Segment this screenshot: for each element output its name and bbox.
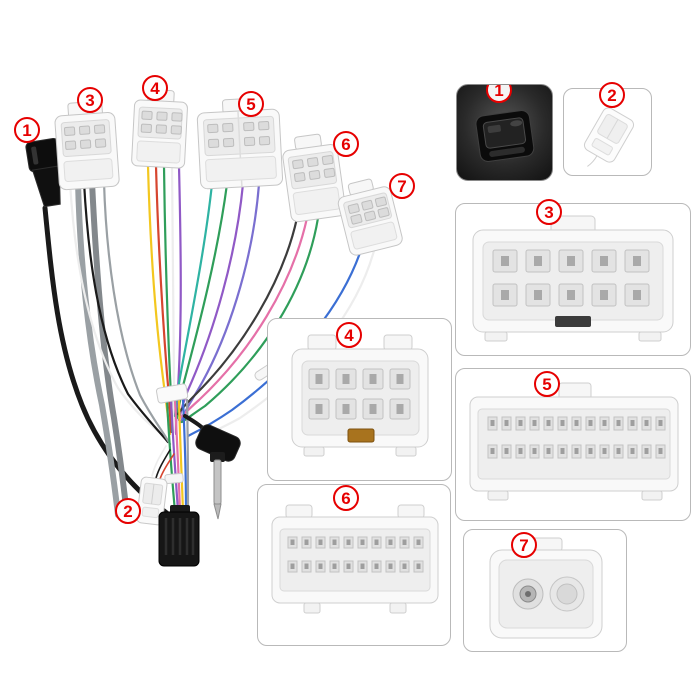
cable-tie: [155, 383, 189, 485]
strand-yellow: [177, 398, 185, 514]
connector-7-plug: [337, 178, 403, 256]
panel-3-callout: 3: [536, 199, 562, 225]
panel-4-callout: 4: [336, 322, 362, 348]
callout-4-number: 4: [150, 78, 160, 98]
panel-5-connector-image: [469, 382, 679, 501]
panel-2-connector-image: [583, 107, 635, 167]
callout-6-number: 6: [341, 134, 351, 154]
callout-5-number: 5: [246, 94, 256, 114]
wire-white-1: [68, 180, 168, 440]
panel-3-number: 3: [544, 202, 554, 222]
callout-7: 7: [389, 173, 415, 199]
wire-green-3: [180, 216, 320, 424]
small-white-connector: [583, 107, 635, 167]
harness-main-photo: [0, 50, 455, 580]
wire-bundle: [42, 164, 377, 519]
callout-2: 2: [115, 498, 141, 524]
callout-7-number: 7: [397, 176, 407, 196]
wire-dark-1: [176, 216, 299, 416]
detail-panel-3: 3: [455, 199, 691, 356]
panel-6-connector-image: [271, 504, 439, 614]
harness-illustration: [25, 89, 403, 567]
panel-2-number: 2: [607, 85, 617, 105]
connector-7-front: [489, 537, 603, 639]
panel-1-connector-image: [475, 110, 535, 163]
lead2-red: [159, 453, 175, 480]
lead2-black: [155, 449, 171, 479]
panel-7-callout: 7: [511, 532, 537, 558]
panel-4-number: 4: [344, 325, 354, 345]
wire-purple-2: [177, 182, 245, 422]
callout-5: 5: [238, 91, 264, 117]
callout-6: 6: [333, 131, 359, 157]
panel-1-number: 1: [494, 84, 504, 100]
gray-cable-1: [75, 179, 121, 518]
callout-3-number: 3: [85, 90, 95, 110]
connector-1-plug: [25, 137, 63, 208]
detail-panel-4: 4: [267, 318, 452, 481]
connector-6-front: [271, 504, 439, 614]
strand-pink: [173, 398, 182, 514]
wire-black-1: [82, 180, 170, 444]
black-connector-front: [475, 110, 535, 163]
panel-6-callout: 6: [333, 485, 359, 511]
callout-3: 3: [77, 87, 103, 113]
panel-6-number: 6: [341, 488, 351, 508]
wire-white-2: [170, 164, 176, 434]
panel-7-number: 7: [519, 535, 529, 555]
wire-red-1: [154, 164, 173, 434]
detail-panel-1: 1: [456, 84, 553, 181]
panel-1-callout: 1: [486, 84, 512, 103]
lead2-white: [151, 445, 167, 477]
wire-gray-1: [102, 180, 172, 446]
connector-4-front: [291, 334, 429, 457]
panel-7-connector-image: [489, 537, 603, 639]
callout-1-number: 1: [22, 120, 32, 140]
gray-cable-2: [89, 179, 130, 519]
strand-blue: [181, 398, 188, 514]
detail-panel-5: 5: [455, 368, 691, 521]
callout-2-number: 2: [123, 501, 133, 521]
panel-5-number: 5: [542, 374, 552, 394]
connector-main-plug: [158, 505, 200, 567]
antenna-plug: [195, 424, 241, 520]
connector-2-plug: [136, 476, 168, 526]
callout-1: 1: [14, 117, 40, 143]
panel-3-connector-image: [472, 215, 674, 342]
panel-2-callout: 2: [599, 82, 625, 108]
connector-3-front: [472, 215, 674, 342]
panel-5-callout: 5: [534, 371, 560, 397]
panel-4-connector-image: [291, 334, 429, 457]
connector-4-plug: [131, 89, 188, 169]
connector-3-plug: [54, 100, 120, 191]
connector-5-front: [469, 382, 679, 501]
connector-6-plug: [282, 133, 347, 223]
detail-panel-6: 6: [257, 484, 451, 646]
strand-gray: [185, 398, 190, 514]
detail-panel-7: 7: [463, 529, 627, 652]
callout-4: 4: [142, 75, 168, 101]
strand-purple: [169, 398, 180, 514]
detail-panel-2: 2: [563, 82, 652, 176]
